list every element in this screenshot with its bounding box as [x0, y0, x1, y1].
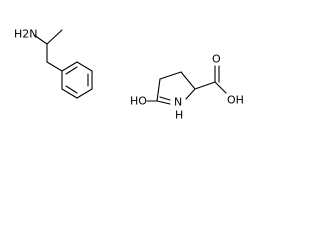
pyrrolidine-ring [156, 71, 196, 105]
bond-ch2-ring [46, 61, 63, 72]
structure-canvas: H2N HO [14, 28, 244, 122]
ring-nitrogen-label: N [174, 96, 182, 109]
carboxyl-hydroxyl-label: OH [227, 94, 244, 107]
amphetamine-structure: H2N [14, 28, 93, 99]
lactam-hydroxyl-label: HO [130, 95, 147, 108]
benzene-ring [61, 61, 93, 99]
pyroglutamic-acid-structure: HO N H O OH [130, 53, 244, 122]
bond-calpha-methyl [46, 29, 63, 45]
amine-label: H2N [14, 28, 38, 41]
carboxyl-oxygen-label: O [212, 53, 221, 66]
bond-c2-carboxyl [194, 81, 216, 90]
ring-nh-hydrogen-label: H [175, 109, 183, 122]
bond-carboxyl-oh [214, 81, 227, 94]
bond-n-calpha [33, 34, 48, 45]
